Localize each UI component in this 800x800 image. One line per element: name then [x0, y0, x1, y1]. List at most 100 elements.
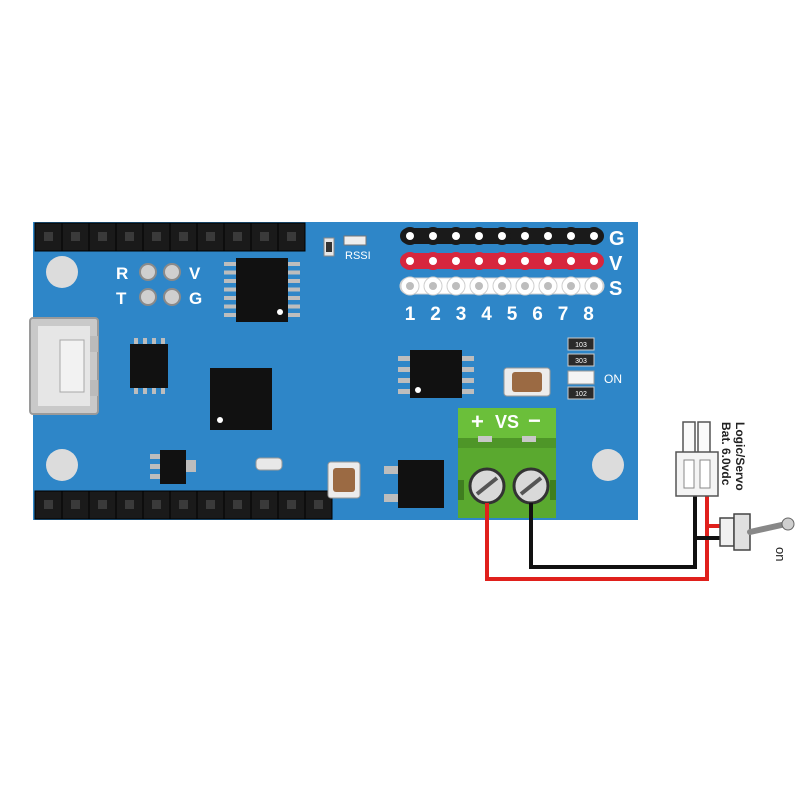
small-chip-leg	[134, 338, 138, 344]
regulator-dpak	[384, 460, 444, 508]
bottom-header-pin-hole	[206, 500, 215, 509]
rssi-components	[323, 235, 367, 257]
crystal	[255, 457, 283, 471]
battery-connector-icon	[675, 421, 719, 497]
ssop-leg	[288, 296, 300, 300]
servo-pin-hole	[567, 232, 575, 240]
servo-pin-hole	[406, 232, 414, 240]
on-led-label: ON	[604, 372, 622, 386]
uart-label-t: T	[116, 289, 127, 308]
servo-pin-hole	[590, 232, 598, 240]
servo-pin-hole	[406, 282, 414, 290]
channel-label-3: 3	[456, 304, 467, 325]
screw-terminal-icon-plus	[468, 467, 506, 505]
bottom-header-pin-hole	[125, 500, 134, 509]
servo-pin-hole	[429, 232, 437, 240]
vs-label: VS	[495, 412, 519, 432]
ssop-leg	[288, 304, 300, 309]
rail-label-g: G	[609, 228, 625, 250]
ssop-leg	[224, 287, 236, 292]
small-chip-leg	[152, 388, 156, 394]
servo-pin-hole	[498, 232, 506, 240]
top-header-pin-hole	[206, 232, 215, 241]
soic-leg	[462, 356, 474, 361]
bottom-header-pin-hole	[98, 500, 107, 509]
top-header-pin-hole	[287, 232, 296, 241]
top-header-pin-hole	[260, 232, 269, 241]
mounting-hole-top-left	[46, 256, 78, 288]
mounting-hole-bottom-right	[592, 449, 624, 481]
channel-label-2: 2	[430, 304, 441, 325]
ssop-leg	[288, 279, 300, 283]
small-chip-leg	[143, 388, 147, 394]
servo-pin-hole	[406, 257, 414, 265]
servo-pin-hole	[452, 282, 460, 290]
rail-label-s: S	[609, 278, 622, 300]
channel-label-1: 1	[405, 304, 416, 325]
servo-pin-hole	[590, 282, 598, 290]
servo-pin-hole	[429, 282, 437, 290]
rssi-label: RSSI	[345, 250, 371, 262]
battery-label-line2: Bat. 6.0vdc	[719, 422, 733, 486]
servo-pin-hole	[498, 257, 506, 265]
toggle-switch-icon	[719, 513, 795, 551]
small-chip-leg	[161, 338, 165, 344]
top-header-pin-hole	[44, 232, 53, 241]
servo-pin-hole	[544, 257, 552, 265]
bottom-header-pin-hole	[71, 500, 80, 509]
bottom-header-pin-hole	[179, 500, 188, 509]
small-chip-leg	[152, 338, 156, 344]
ssop-leg	[224, 296, 236, 300]
top-header-pin-hole	[125, 232, 134, 241]
black-wire	[529, 503, 720, 569]
servo-pin-hole	[544, 282, 552, 290]
resistor-code-103: 103	[575, 342, 587, 349]
uart-pads	[139, 263, 181, 306]
ssop-leg	[224, 262, 236, 266]
resistor-303	[567, 353, 595, 367]
servo-pin-hole	[590, 257, 598, 265]
led-on	[567, 370, 595, 385]
servo-pin-hole	[521, 282, 529, 290]
switch-on-label: on	[773, 547, 788, 561]
top-header-pin-hole	[233, 232, 242, 241]
ic-chip-icon-mcu	[210, 368, 272, 430]
top-pin-header	[34, 222, 306, 252]
top-header-pin-hole	[179, 232, 188, 241]
ic-chip-icon-ssop	[224, 258, 300, 322]
uart-label-r: R	[116, 264, 128, 283]
servo-pin-hole	[521, 257, 529, 265]
soic-leg	[462, 389, 474, 394]
channel-label-7: 7	[558, 304, 569, 325]
ssop-leg	[288, 313, 300, 317]
micro-usb-port-icon	[29, 317, 99, 415]
bottom-header-pin-hole	[287, 500, 296, 509]
bottom-header-pin-hole	[260, 500, 269, 509]
bottom-pin-header	[34, 490, 333, 520]
ssop-leg	[288, 287, 300, 292]
small-chip-leg	[161, 388, 165, 394]
ssop-leg	[224, 270, 236, 275]
regulator-sot	[150, 450, 196, 484]
uart-label-v: V	[189, 264, 201, 283]
servo-pin-hole	[498, 282, 506, 290]
soic-leg	[462, 367, 474, 372]
bottom-header-pin-hole	[233, 500, 242, 509]
top-header-pin-hole	[71, 232, 80, 241]
servo-pin-hole	[452, 257, 460, 265]
servo-pin-hole	[567, 257, 575, 265]
soic-leg	[398, 389, 410, 394]
mounting-hole-bottom-left	[46, 449, 78, 481]
resistor-102	[567, 386, 595, 400]
ic-chip-icon-soic	[398, 350, 474, 398]
capacitor-bottom	[327, 461, 361, 499]
ssop-leg	[288, 262, 300, 266]
channel-label-5: 5	[507, 304, 518, 325]
servo-pin-hole	[567, 282, 575, 290]
resistor-code-102: 102	[575, 391, 587, 398]
channel-label-8: 8	[583, 304, 594, 325]
capacitor-middle	[503, 367, 551, 397]
soic-leg	[462, 378, 474, 383]
servo-pin-hole	[429, 257, 437, 265]
